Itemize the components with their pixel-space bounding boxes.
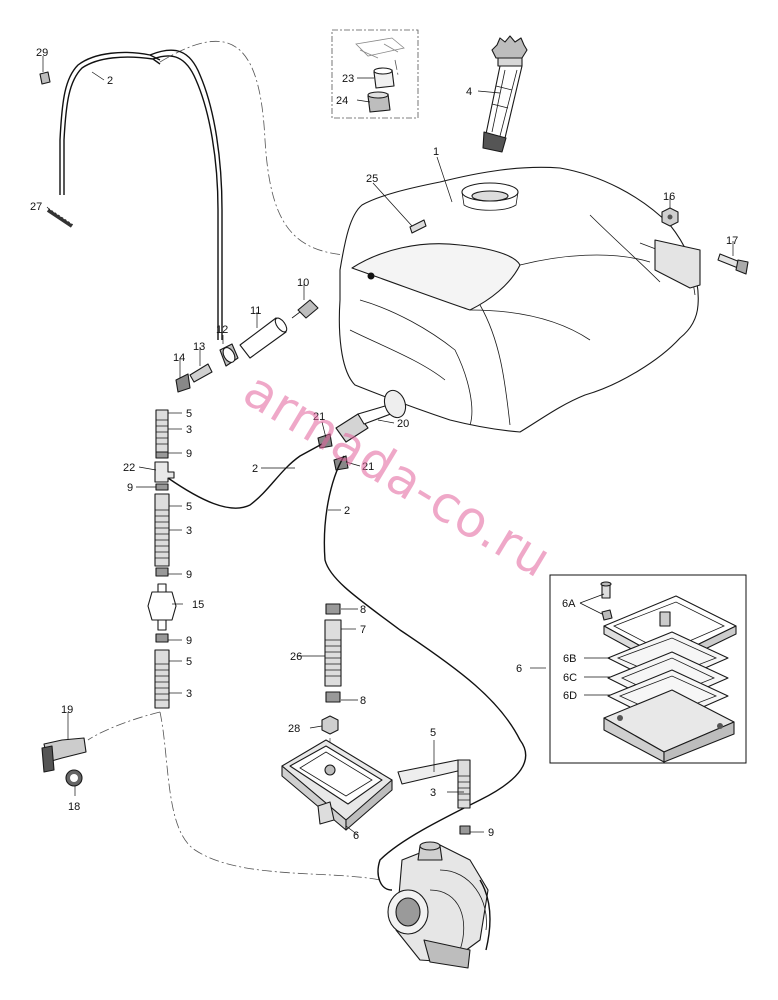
callout-24: 24 bbox=[336, 95, 348, 107]
pump-nut bbox=[321, 715, 339, 735]
callout-5: 5 bbox=[430, 727, 436, 739]
callout-4: 4 bbox=[466, 86, 472, 98]
callout-5: 5 bbox=[186, 408, 192, 420]
callout-13: 13 bbox=[193, 341, 205, 353]
callout-10: 10 bbox=[297, 277, 309, 289]
pulse-line-stack bbox=[324, 603, 342, 703]
callout-22: 22 bbox=[123, 462, 135, 474]
callout-28: 28 bbox=[288, 723, 300, 735]
callout-9: 9 bbox=[186, 569, 192, 581]
callout-21: 21 bbox=[362, 461, 374, 473]
fuel-level-sender bbox=[482, 35, 528, 153]
detail-box-sender bbox=[331, 29, 419, 119]
callout-26: 26 bbox=[290, 651, 302, 663]
callout-16: 16 bbox=[663, 191, 675, 203]
callout-23: 23 bbox=[342, 73, 354, 85]
callout-3: 3 bbox=[186, 424, 192, 436]
callout-8: 8 bbox=[360, 604, 366, 616]
callout-6D: 6D bbox=[563, 690, 577, 702]
callout-2: 2 bbox=[107, 75, 113, 87]
callout-3: 3 bbox=[186, 525, 192, 537]
callout-9: 9 bbox=[127, 482, 133, 494]
callout-29: 29 bbox=[36, 47, 48, 59]
callout-9: 9 bbox=[488, 827, 494, 839]
callout-2: 2 bbox=[344, 505, 350, 517]
vent-check-valve bbox=[39, 71, 51, 85]
vent-fittings bbox=[175, 299, 319, 393]
callout-6: 6 bbox=[516, 663, 522, 675]
callout-25: 25 bbox=[366, 173, 378, 185]
fuel-tank bbox=[338, 166, 701, 433]
callout-12: 12 bbox=[216, 324, 228, 336]
callout-14: 14 bbox=[173, 352, 185, 364]
callout-3: 3 bbox=[186, 688, 192, 700]
pump-detail-box bbox=[549, 574, 747, 764]
callout-6A: 6A bbox=[562, 598, 576, 610]
callout-20: 20 bbox=[397, 418, 409, 430]
callout-8: 8 bbox=[360, 695, 366, 707]
callout-9: 9 bbox=[186, 448, 192, 460]
callout-15: 15 bbox=[192, 599, 204, 611]
fuel-valve bbox=[317, 389, 407, 471]
tank-nut bbox=[661, 207, 679, 227]
callout-18: 18 bbox=[68, 801, 80, 813]
callout-3: 3 bbox=[430, 787, 436, 799]
callout-17: 17 bbox=[726, 235, 738, 247]
spring-clip bbox=[46, 208, 75, 228]
callout-19: 19 bbox=[61, 704, 73, 716]
fuel-line-stack bbox=[147, 409, 177, 709]
callout-6C: 6C bbox=[563, 672, 577, 684]
right-hose bbox=[397, 759, 471, 835]
callout-11: 11 bbox=[250, 305, 261, 317]
tank-bolt bbox=[717, 253, 749, 275]
fuel-hoses bbox=[167, 443, 527, 891]
callout-2: 2 bbox=[252, 463, 258, 475]
callout-labels: 1 2 2 2 3 3 3 3 4 5 5 5 5 6 6 6A 6B 6C 6… bbox=[30, 47, 738, 842]
fuel-pump bbox=[281, 739, 393, 831]
callout-21: 21 bbox=[313, 411, 325, 423]
carburetor bbox=[387, 841, 491, 969]
primer-bulb bbox=[41, 737, 87, 787]
callout-5: 5 bbox=[186, 501, 192, 513]
vent-line bbox=[59, 49, 223, 340]
callout-7: 7 bbox=[360, 624, 366, 636]
callout-6B: 6B bbox=[563, 653, 576, 665]
callout-1: 1 bbox=[433, 146, 439, 158]
callout-5: 5 bbox=[186, 656, 192, 668]
callout-27: 27 bbox=[30, 201, 42, 213]
callout-6: 6 bbox=[353, 830, 359, 842]
callout-9: 9 bbox=[186, 635, 192, 647]
leader-lines bbox=[42, 56, 734, 836]
